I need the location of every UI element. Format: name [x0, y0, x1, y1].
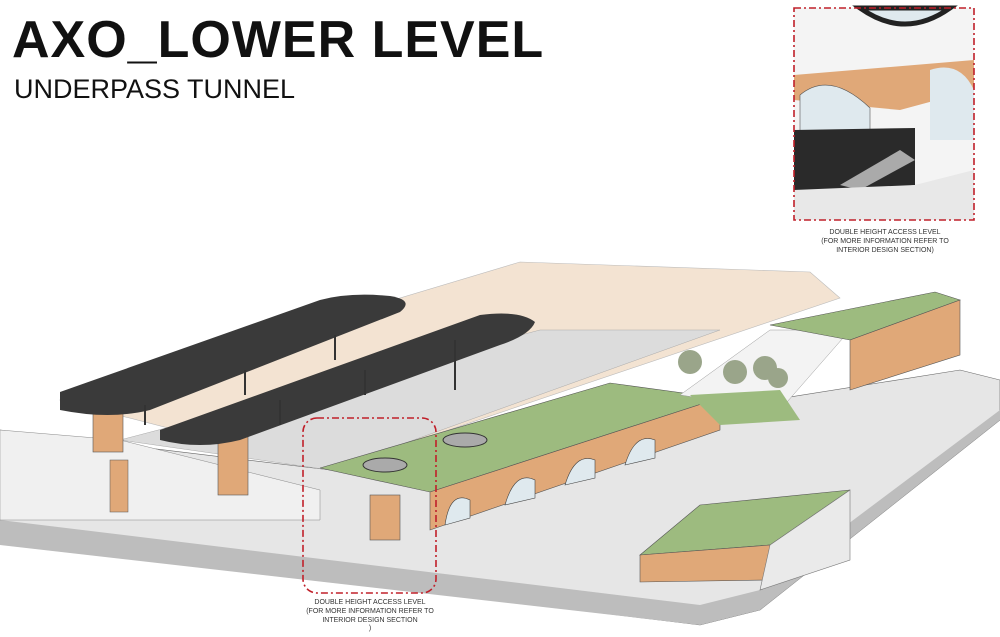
arched-brick-wall: [429, 397, 721, 531]
escalator: [759, 489, 851, 591]
building-facade: [849, 299, 961, 391]
stair-tower: [217, 434, 249, 496]
inset-callout-frame: [793, 7, 975, 221]
annotation-line: INTERIOR DESIGN SECTION): [836, 246, 934, 254]
tunnel-floor: [0, 410, 1000, 625]
arches: [444, 438, 656, 526]
inset-annotation: DOUBLE HEIGHT ACCESS LEVEL (FOR MORE INF…: [790, 229, 980, 255]
stair-tower: [92, 409, 124, 453]
platform-canopy: [160, 313, 535, 445]
callout-annotation: DOUBLE HEIGHT ACCESS LEVEL (FOR MORE INF…: [280, 599, 460, 634]
access-tower: [369, 494, 401, 541]
skylight: [442, 432, 488, 448]
annotation-line: (FOR MORE INFORMATION REFER TO: [821, 237, 949, 245]
drawing-subtitle: UNDERPASS TUNNEL: [14, 74, 296, 104]
annotation-line: (FOR MORE INFORMATION REFER TO: [306, 607, 434, 615]
platform-canopy: [60, 294, 406, 415]
drawing-title: AXO_LOWER LEVEL: [12, 11, 545, 69]
lawn: [690, 390, 800, 425]
trees: [678, 350, 788, 388]
annotation-line: DOUBLE HEIGHT ACCESS LEVEL: [314, 599, 426, 606]
inset-detail-view: [793, 5, 975, 221]
annotation-line: DOUBLE HEIGHT ACCESS LEVEL: [829, 229, 941, 236]
callout-box: [302, 417, 437, 594]
annotation-line: ): [368, 625, 372, 633]
skylight: [362, 457, 408, 473]
annotation-line: INTERIOR DESIGN SECTION: [322, 616, 418, 624]
